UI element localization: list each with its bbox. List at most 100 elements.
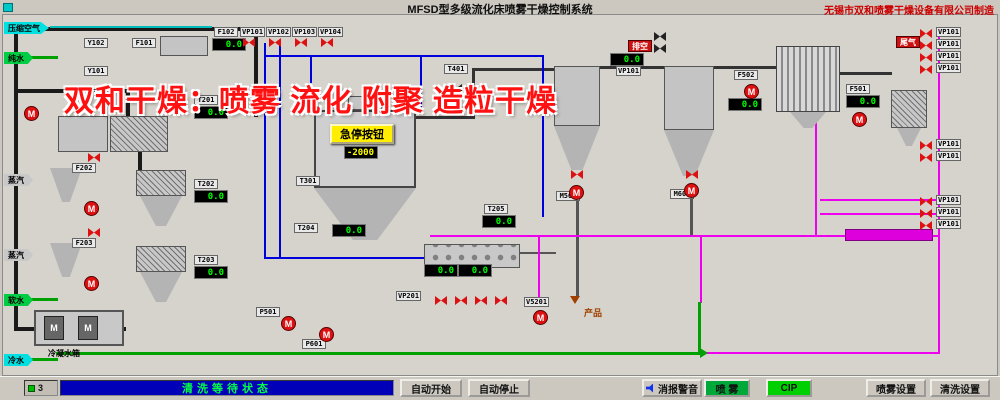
vessel-box <box>348 96 382 110</box>
tag-label: VP101 <box>936 151 962 161</box>
pipe <box>279 43 281 259</box>
valve-icon <box>269 38 281 47</box>
feed-label: 蒸汽 <box>4 249 33 261</box>
tag-label: 排空 <box>628 40 652 52</box>
led-display: 0.0 <box>846 95 880 108</box>
mute-alarm-button[interactable]: 消报警音 <box>642 379 702 397</box>
pipe <box>452 84 454 112</box>
valve-icon <box>654 32 666 41</box>
valve-icon <box>920 141 932 150</box>
feed-label: 纯水 <box>4 52 33 64</box>
pipe <box>310 55 312 110</box>
tag-label: F102 <box>214 27 238 37</box>
tag-label: F501 <box>846 84 870 94</box>
pipe <box>18 89 130 93</box>
led-display: 0.0 <box>212 38 246 51</box>
led-display: 0.0 <box>728 98 762 111</box>
title-bar: MFSD型多级流化床喷雾干燥控制系统 无锡市双和喷雾干燥设备有限公司制造 <box>0 0 1000 17</box>
auto-stop-button[interactable]: 自动停止 <box>468 379 530 397</box>
led-display: 0.0 <box>458 264 492 277</box>
led-display: 0.0 <box>610 53 644 66</box>
cip-button[interactable]: CIP <box>766 379 812 397</box>
valve-icon <box>920 65 932 74</box>
diagram-text: 冷凝水箱 <box>48 349 80 358</box>
tag-label: F502 <box>734 70 758 80</box>
pump-icon: M <box>24 106 39 121</box>
tag-label: VP101 <box>936 139 962 149</box>
pipe <box>14 27 258 31</box>
tag-label: VP102 <box>266 27 292 37</box>
clean-settings-button[interactable]: 清洗设置 <box>930 379 990 397</box>
pump-icon: M <box>852 112 867 127</box>
valve-icon <box>920 209 932 218</box>
pipe <box>56 352 702 355</box>
flow-arrow <box>700 348 708 358</box>
tag-label: VP201 <box>396 291 422 301</box>
pipe <box>698 302 701 352</box>
led-display: 0.0 <box>332 224 366 237</box>
pipe <box>815 112 817 235</box>
pump-icon: M <box>744 84 759 99</box>
feed-label: 蒸汽 <box>4 174 33 186</box>
valve-icon <box>686 170 698 179</box>
tag-label: F202 <box>72 163 96 173</box>
vessel-tubes <box>776 46 840 112</box>
valve-icon <box>495 296 507 305</box>
tag-label: P501 <box>256 307 280 317</box>
vessel-cone <box>50 243 82 277</box>
pipe <box>840 72 892 75</box>
pipe <box>820 199 938 201</box>
vessel-mblock: M <box>78 316 98 340</box>
spray-settings-button[interactable]: 喷雾设置 <box>866 379 926 397</box>
valve-icon <box>321 38 333 47</box>
pipe <box>28 56 58 59</box>
pipe <box>430 235 940 237</box>
pipe <box>264 55 542 57</box>
tag-label: T205 <box>484 204 508 214</box>
vessel-cone <box>140 196 182 226</box>
valve-icon <box>571 170 583 179</box>
pipe <box>542 55 544 217</box>
spray-button[interactable]: 喷 雾 <box>704 379 750 397</box>
pipe <box>700 235 702 303</box>
led-display: -2000 <box>344 146 378 159</box>
auto-start-button[interactable]: 自动开始 <box>400 379 462 397</box>
pump-icon: M <box>684 183 699 198</box>
vessel-cone <box>897 128 921 146</box>
pump-icon: M <box>84 276 99 291</box>
tag-label: 尾气 <box>896 36 920 48</box>
pipe <box>714 66 778 69</box>
tag-label: P601 <box>302 339 326 349</box>
pipe <box>416 116 474 119</box>
pipe <box>576 196 579 296</box>
tag-label: VP101 <box>936 207 962 217</box>
vessel-cone <box>50 168 82 202</box>
status-counter-value: 3 <box>38 383 44 393</box>
estop-button[interactable]: 急停按钮 <box>330 124 394 144</box>
vessel-hatch <box>136 170 186 196</box>
vessel-magbox <box>845 229 933 241</box>
pipe <box>28 358 58 361</box>
vessel-box <box>664 66 714 130</box>
tag-label: VP101 <box>936 39 962 49</box>
pipe <box>50 26 212 28</box>
status-led-icon <box>28 384 35 392</box>
valve-icon <box>920 197 932 206</box>
tag-label: F101 <box>132 38 156 48</box>
pipe <box>690 196 693 236</box>
pipe <box>138 152 142 170</box>
tag-label: VP101 <box>936 63 962 73</box>
pipe <box>938 29 940 354</box>
speaker-icon <box>646 383 654 393</box>
valve-icon <box>920 29 932 38</box>
valve-icon <box>88 228 100 237</box>
led-display: 0.0 <box>482 215 516 228</box>
valve-icon <box>295 38 307 47</box>
vessel-cone <box>554 126 600 170</box>
tag-label: VP101 <box>936 219 962 229</box>
vessel-cone <box>664 130 714 176</box>
pipe <box>126 89 130 117</box>
pump-icon: M <box>319 327 334 342</box>
